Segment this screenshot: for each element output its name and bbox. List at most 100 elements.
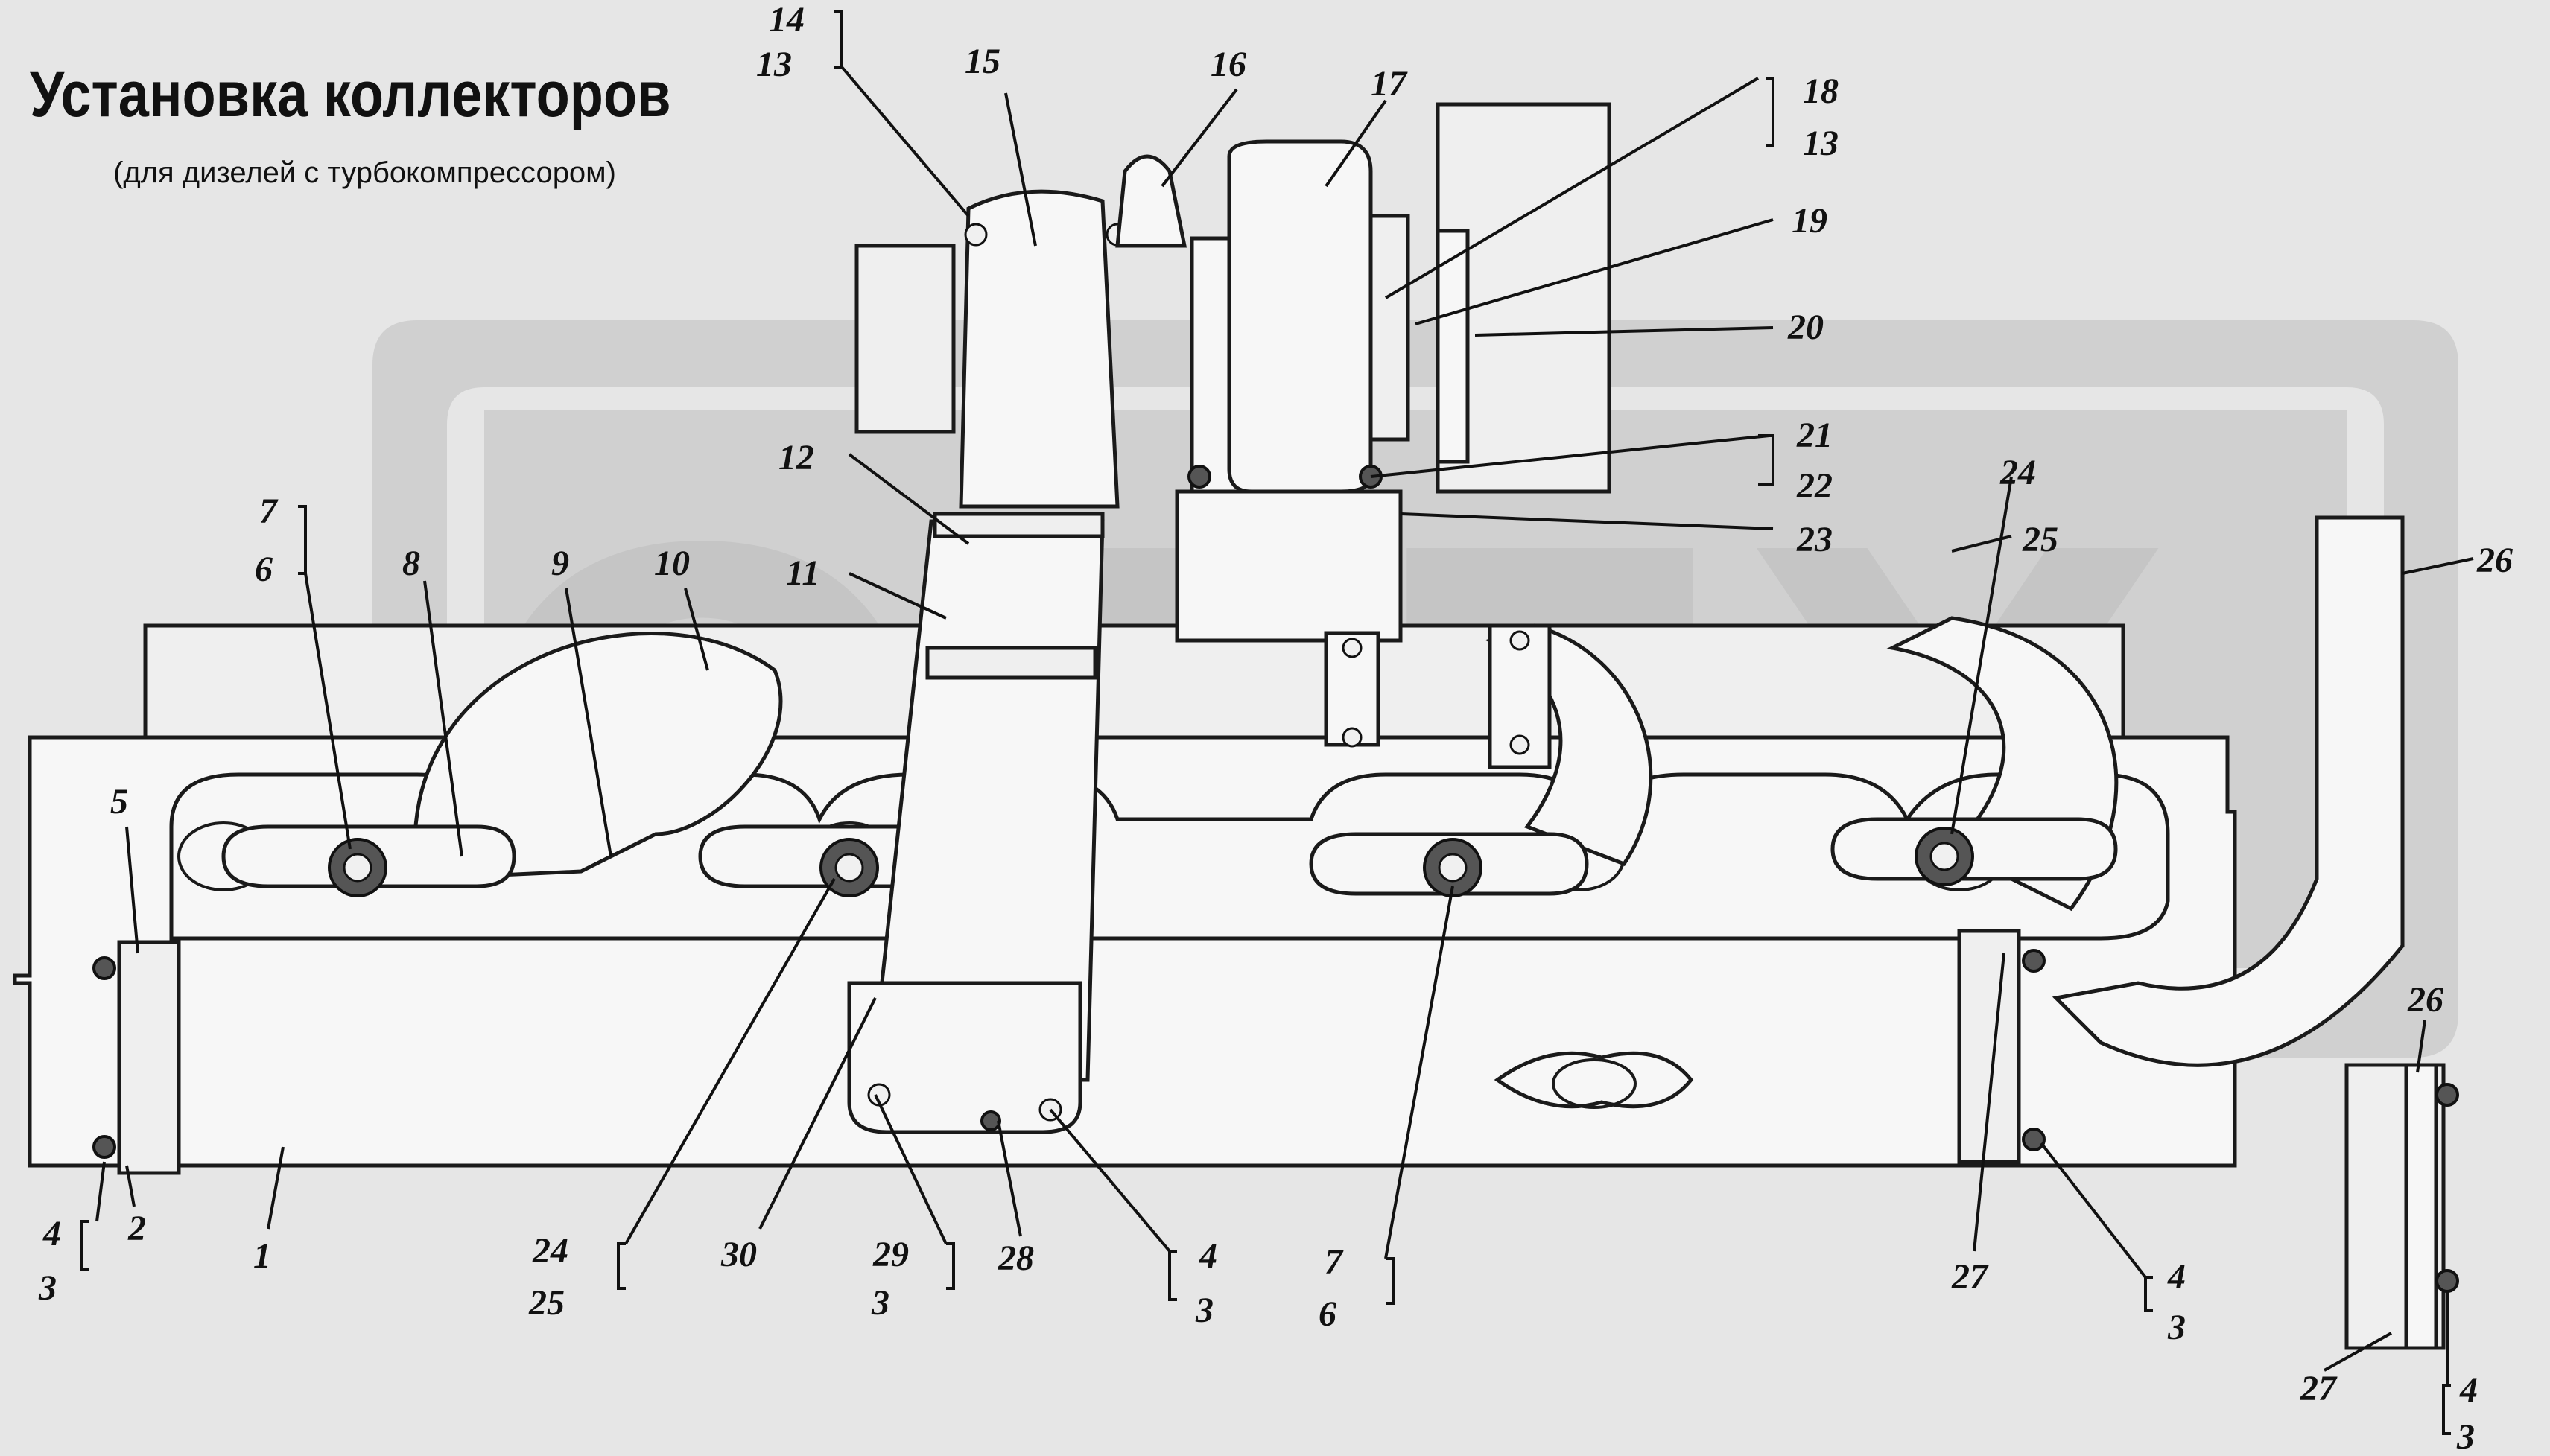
leader-28 xyxy=(997,1120,1022,1237)
branch-pipe-10 xyxy=(413,632,783,881)
leader-16 xyxy=(1161,88,1238,188)
leader-24-top xyxy=(1950,476,2013,835)
callout-26-top: 26 xyxy=(2476,541,2513,580)
callout-12: 12 xyxy=(778,438,814,477)
leader-18-13 xyxy=(1384,77,1774,299)
leader-29-3 xyxy=(874,1094,955,1290)
bolt-head xyxy=(980,1110,1001,1131)
leader-26-detail xyxy=(2416,1020,2426,1073)
leader-11 xyxy=(849,572,947,620)
nut-center xyxy=(1929,842,1959,871)
leader-7-6-bottom xyxy=(1384,886,1454,1305)
leader-21-22 xyxy=(1370,434,1774,486)
callout-3-left: 3 xyxy=(38,1268,57,1308)
callout-labels: 14 13 15 16 17 18 13 19 20 21 22 23 24 2… xyxy=(38,0,2513,1456)
clamp-plate-right xyxy=(1830,817,2118,881)
callout-13: 13 xyxy=(756,45,792,84)
callout-7-bottom: 7 xyxy=(1325,1242,1344,1282)
callout-4-detail: 4 xyxy=(2459,1370,2478,1410)
bolt-head xyxy=(1509,734,1530,755)
callout-15: 15 xyxy=(965,42,1000,81)
callout-4-right: 4 xyxy=(2167,1257,2186,1297)
callout-20: 20 xyxy=(1787,308,1824,347)
bolt-head xyxy=(92,956,116,980)
leader-25-top xyxy=(1951,535,2012,553)
turbine-housing-17 xyxy=(1227,139,1373,494)
callout-28: 28 xyxy=(998,1239,1034,1278)
callout-19: 19 xyxy=(1792,201,1827,241)
page-title: Установка коллекторов xyxy=(30,59,671,130)
bolt-head xyxy=(964,223,988,247)
bolt-head xyxy=(1187,465,1211,489)
callout-25-bottom: 25 xyxy=(528,1283,565,1323)
pipe-flange-30 xyxy=(847,981,1082,1134)
callout-8: 8 xyxy=(402,544,420,583)
turbocharger xyxy=(854,102,1611,643)
callout-3-detail: 3 xyxy=(2456,1417,2475,1456)
callout-13-right: 13 xyxy=(1803,124,1839,163)
callout-4-mid: 4 xyxy=(1199,1236,1217,1276)
bolt-head xyxy=(92,1135,116,1159)
callout-25-top: 25 xyxy=(2022,520,2058,559)
callout-10: 10 xyxy=(654,544,690,583)
end-flanges xyxy=(92,515,2405,1175)
clamp-plates xyxy=(221,817,2118,897)
page-subtitle: (для дизелей с турбокомпрессором) xyxy=(113,156,616,189)
leader-lines xyxy=(80,10,2474,1435)
callout-18: 18 xyxy=(1803,71,1839,111)
leader-4-3-right xyxy=(2040,1142,2153,1312)
end-flange-right xyxy=(1957,929,2021,1164)
nut-center xyxy=(1438,853,1468,883)
bolt-head xyxy=(2435,1083,2459,1107)
bolt-head xyxy=(2022,1128,2046,1151)
leader-2 xyxy=(125,1165,136,1207)
bolt-head xyxy=(2435,1269,2459,1293)
callout-3-right: 3 xyxy=(2167,1308,2186,1347)
leader-1 xyxy=(267,1146,285,1230)
compressor-outlet xyxy=(854,244,956,434)
callout-1: 1 xyxy=(253,1236,271,1276)
callout-16: 16 xyxy=(1211,45,1246,84)
bolt-head xyxy=(1342,727,1363,748)
port-cover-opening xyxy=(1552,1058,1637,1109)
leader-19 xyxy=(1415,218,1774,325)
end-flange-left xyxy=(117,940,181,1175)
nut-center xyxy=(343,853,372,883)
callout-3-mid-left: 3 xyxy=(871,1283,889,1323)
lifting-brackets xyxy=(1324,623,1552,769)
leader-4-3-detail xyxy=(2442,1292,2451,1435)
callout-17: 17 xyxy=(1371,64,1408,104)
callout-6-bottom: 6 xyxy=(1319,1294,1336,1334)
bolt-head xyxy=(1509,630,1530,651)
leader-24-25-bottom xyxy=(617,878,836,1290)
hose-clamp-upper xyxy=(933,512,1105,538)
callout-2: 2 xyxy=(127,1209,146,1248)
leader-27-detail xyxy=(2324,1332,2392,1372)
gasket-20 xyxy=(1436,229,1470,464)
callout-24-bottom: 24 xyxy=(532,1231,568,1271)
callout-26-detail: 26 xyxy=(2407,980,2443,1020)
callout-22: 22 xyxy=(1796,466,1833,506)
leader-14-13 xyxy=(834,10,970,217)
leader-7-6-top xyxy=(298,505,352,850)
leader-5 xyxy=(125,826,139,954)
callout-21: 21 xyxy=(1796,416,1833,455)
bolt-head xyxy=(1342,638,1363,658)
exhaust-elbow-26 xyxy=(2052,515,2405,1067)
callout-30: 30 xyxy=(720,1235,757,1274)
callout-14: 14 xyxy=(769,0,805,39)
leader-30 xyxy=(758,997,877,1230)
leader-26-top xyxy=(2402,557,2474,575)
leader-4-3-mid xyxy=(1049,1108,1177,1301)
callout-5: 5 xyxy=(110,782,128,821)
turbo-mount-23 xyxy=(1175,489,1403,643)
leader-20 xyxy=(1474,326,1774,337)
upper-rail xyxy=(143,623,2125,740)
turbine-flange-19 xyxy=(1368,214,1410,442)
leader-17 xyxy=(1325,99,1387,188)
callout-7-top: 7 xyxy=(259,492,279,531)
callout-6-top: 6 xyxy=(255,550,273,589)
callout-23: 23 xyxy=(1796,520,1833,559)
